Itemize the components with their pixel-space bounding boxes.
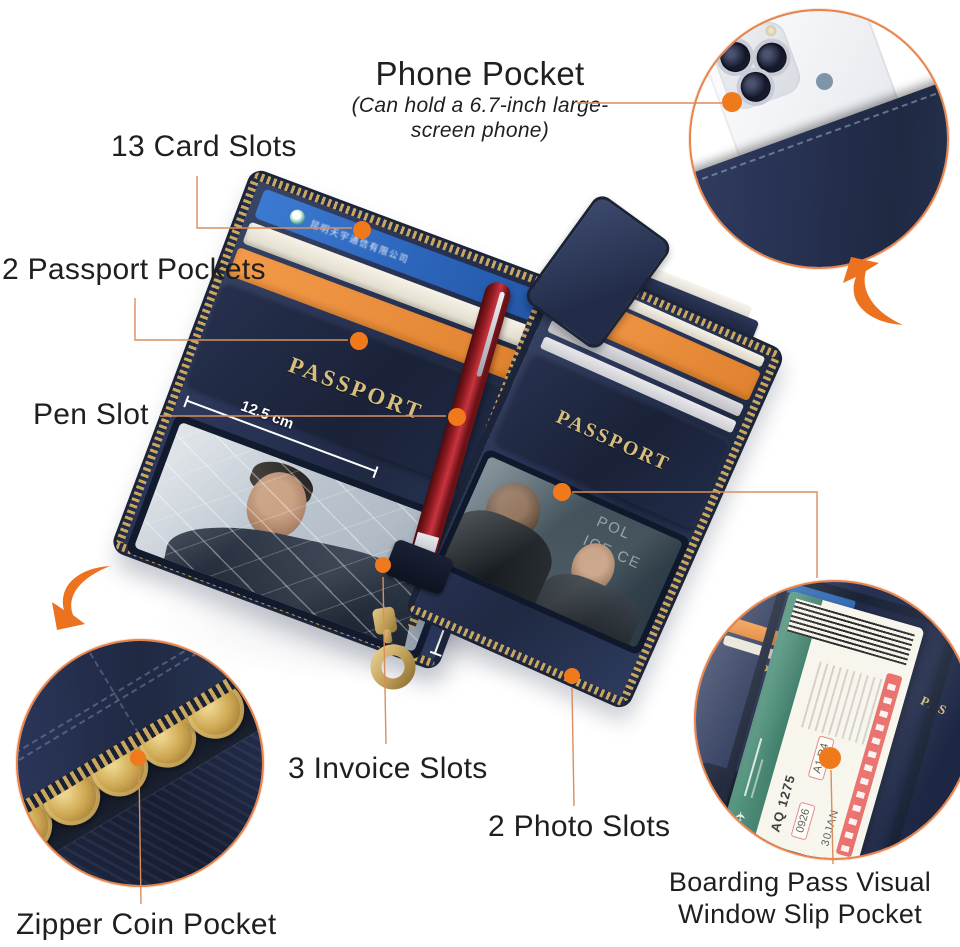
boarding-pass-label-line2: Window Slip Pocket — [678, 899, 922, 930]
boarding-pass-inset: PA PAS ✈ AQ 1275 0926 A1 R4 30JAN — [694, 580, 960, 860]
invoice-slots-label: 3 Invoice Slots — [288, 752, 488, 785]
curved-arrow-icon-bottom-left — [52, 566, 110, 630]
zipper-coin-pocket-label: Zipper Coin Pocket — [16, 908, 277, 941]
passport-pockets-label: 2 Passport Pockets — [2, 253, 266, 286]
passport-right-text: PASSPORT — [553, 405, 674, 476]
boarding-pass-label: Boarding Pass Visual Window Slip Pocket — [630, 866, 960, 931]
phone-pocket-label: Phone Pocket — [375, 55, 585, 92]
phone-pocket-inset — [689, 9, 949, 269]
phone-sensor-dot — [813, 70, 836, 93]
passport-left-text: PASSPORT — [285, 352, 427, 426]
zipper-pull-ring — [370, 644, 416, 690]
card-slots-label: 13 Card Slots — [111, 130, 297, 163]
curved-arrow-icon-top-right — [843, 257, 903, 325]
boarding-pass-label-line1: Boarding Pass Visual — [668, 867, 932, 897]
phone-pocket-sublabel: (Can hold a 6.7-inch large-screen phone) — [351, 94, 609, 143]
callout-line-photo-slots — [571, 687, 575, 807]
phone-camera-module — [707, 16, 806, 115]
bank-card-logo-icon — [287, 207, 308, 227]
coin-pocket-inset — [16, 639, 264, 887]
camera-flash-icon — [763, 23, 778, 38]
photo-slots-label: 2 Photo Slots — [488, 810, 671, 843]
pen-slot-label: Pen Slot — [33, 398, 149, 431]
coin-pocket-scene — [18, 641, 262, 885]
